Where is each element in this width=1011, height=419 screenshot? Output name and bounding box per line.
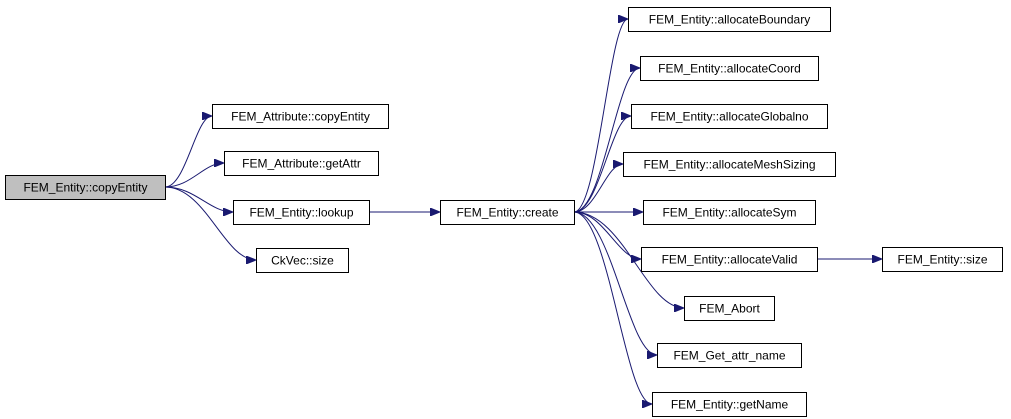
node-box[interactable] xyxy=(684,296,775,321)
node-box[interactable] xyxy=(640,56,819,81)
node-label: FEM_Entity::create xyxy=(456,206,558,220)
node-label: FEM_Entity::allocateCoord xyxy=(658,62,801,76)
node-allocate-valid[interactable]: FEM_Entity::allocateValid xyxy=(641,247,818,272)
node-box[interactable] xyxy=(631,104,828,129)
nodes-layer: FEM_Entity::copyEntity FEM_Attribute::cop… xyxy=(5,7,1003,417)
node-label: FEM_Entity::copyEntity xyxy=(23,181,147,195)
edge-create-to-allocate_mesh_sizing xyxy=(573,164,624,213)
node-get-attr-name[interactable]: FEM_Get_attr_name xyxy=(657,343,802,368)
node-ckvec-size[interactable]: CkVec::size xyxy=(256,248,349,273)
node-box[interactable] xyxy=(623,152,836,177)
edge-copy_entity-to-ckvec_size xyxy=(164,186,256,260)
node-box[interactable] xyxy=(657,343,802,368)
node-allocate-mesh-sizing[interactable]: FEM_Entity::allocateMeshSizing xyxy=(623,152,836,177)
node-box[interactable] xyxy=(5,175,166,200)
edge-create-to-allocate_coord xyxy=(573,68,641,213)
node-box[interactable] xyxy=(652,392,807,417)
node-allocate-boundary[interactable]: FEM_Entity::allocateBoundary xyxy=(628,7,831,32)
node-box[interactable] xyxy=(224,151,379,176)
node-label: FEM_Entity::allocateValid xyxy=(662,253,798,267)
edge-copy_entity-to-attr_get_attr xyxy=(164,163,224,188)
node-box[interactable] xyxy=(233,200,370,225)
node-create[interactable]: FEM_Entity::create xyxy=(440,200,575,225)
node-label: FEM_Entity::getName xyxy=(671,398,789,412)
node-allocate-coord[interactable]: FEM_Entity::allocateCoord xyxy=(640,56,819,81)
node-attr-copy-entity[interactable]: FEM_Attribute::copyEntity xyxy=(212,104,389,129)
node-label: FEM_Get_attr_name xyxy=(673,349,785,363)
edge-copy_entity-to-lookup xyxy=(164,186,233,212)
node-entity-size[interactable]: FEM_Entity::size xyxy=(882,247,1003,272)
edge-create-to-fem_abort xyxy=(573,211,684,308)
node-allocate-sym[interactable]: FEM_Entity::allocateSym xyxy=(643,200,816,225)
node-box[interactable] xyxy=(643,200,816,225)
node-label: FEM_Entity::allocateMeshSizing xyxy=(643,158,815,172)
node-box[interactable] xyxy=(641,247,818,272)
node-fem-abort[interactable]: FEM_Abort xyxy=(684,296,775,321)
node-label: CkVec::size xyxy=(271,254,334,268)
node-label: FEM_Attribute::copyEntity xyxy=(231,110,370,124)
node-label: FEM_Entity::allocateGlobalno xyxy=(650,110,808,124)
node-attr-get-attr[interactable]: FEM_Attribute::getAttr xyxy=(224,151,379,176)
node-lookup[interactable]: FEM_Entity::lookup xyxy=(233,200,370,225)
edge-copy_entity-to-attr_copy_entity xyxy=(164,116,213,188)
node-box[interactable] xyxy=(628,7,831,32)
node-get-name[interactable]: FEM_Entity::getName xyxy=(652,392,807,417)
edges-layer xyxy=(164,19,882,404)
edge-create-to-get_attr_name xyxy=(573,211,658,355)
node-label: FEM_Abort xyxy=(699,302,760,316)
node-label: FEM_Entity::size xyxy=(897,253,987,267)
node-allocate-globalno[interactable]: FEM_Entity::allocateGlobalno xyxy=(631,104,828,129)
node-label: FEM_Attribute::getAttr xyxy=(242,157,361,171)
node-label: FEM_Entity::lookup xyxy=(249,206,353,220)
node-label: FEM_Entity::allocateSym xyxy=(662,206,796,220)
node-copy-entity[interactable]: FEM_Entity::copyEntity xyxy=(5,175,166,200)
node-box[interactable] xyxy=(256,248,349,273)
edge-create-to-allocate_boundary xyxy=(573,19,629,213)
node-label: FEM_Entity::allocateBoundary xyxy=(649,13,810,27)
node-box[interactable] xyxy=(882,247,1003,272)
edge-create-to-get_name xyxy=(573,211,653,404)
edge-create-to-allocate_valid xyxy=(573,211,642,259)
node-box[interactable] xyxy=(440,200,575,225)
node-box[interactable] xyxy=(212,104,389,129)
edge-create-to-allocate_globalno xyxy=(573,116,632,213)
